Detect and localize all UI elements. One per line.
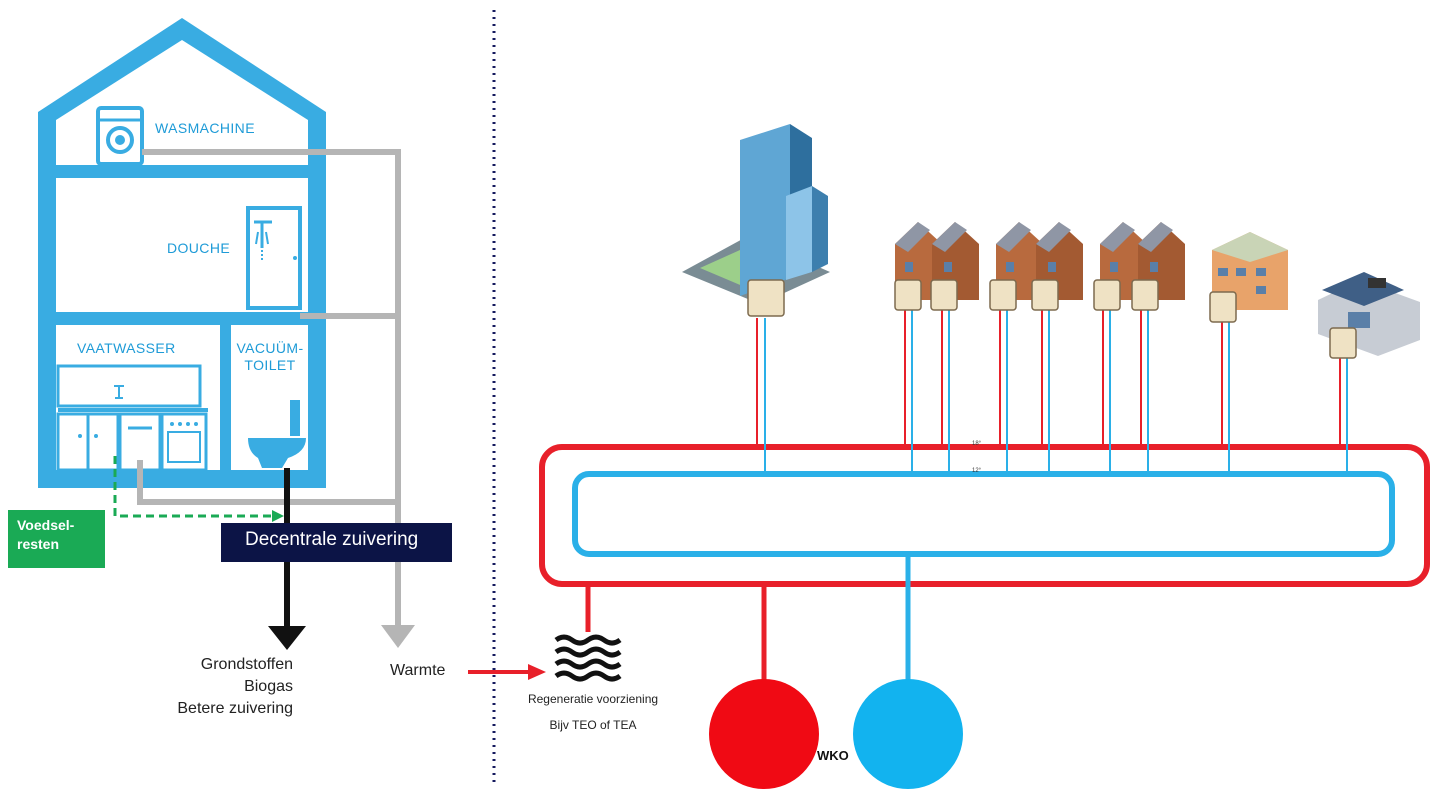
warm-loop — [539, 444, 1430, 587]
wko-cold-well — [853, 679, 963, 789]
black-arrow-head — [268, 626, 306, 650]
temp-cold-label: 12° — [972, 468, 982, 474]
wko-label: WKO — [817, 748, 849, 763]
heat-arrow-head — [528, 664, 546, 680]
room-kitchen — [56, 325, 220, 470]
label-vaatwasser: VAATWASSER — [77, 340, 176, 356]
temp-warm-label: 18° — [972, 441, 982, 447]
heat-network — [539, 306, 1430, 789]
output-warmte: Warmte — [390, 662, 446, 679]
wko-warm-well — [709, 679, 819, 789]
shower-icon — [246, 206, 302, 310]
room-douche — [56, 178, 308, 312]
commercial-building — [1318, 272, 1420, 359]
voedselresten-line2: resten — [17, 536, 60, 552]
gray-water-pipes — [137, 149, 401, 625]
output-grondstoffen: Grondstoffen — [200, 656, 293, 673]
output-betere-zuivering: Betere zuivering — [177, 700, 293, 717]
gray-arrow-head — [381, 625, 415, 648]
food-waste-dashed-line — [113, 456, 272, 518]
label-vacuum-toilet: VACUÜM- TOILET — [233, 340, 307, 374]
label-douche: DOUCHE — [167, 240, 231, 256]
outputs-left: Grondstoffen Biogas Betere zuivering — [140, 654, 293, 720]
row-houses-3 — [1093, 222, 1185, 311]
room-attic — [56, 40, 308, 165]
food-waste-arrow-head — [272, 510, 284, 522]
waves-icon — [554, 634, 622, 682]
washing-machine-icon — [96, 106, 144, 166]
building-feeds — [756, 306, 1348, 474]
label-vacuum-line1: VACUÜM- — [236, 340, 304, 356]
office-tower — [682, 124, 830, 317]
row-houses-1 — [894, 222, 979, 311]
label-wasmachine: WASMACHINE — [155, 120, 255, 136]
decentrale-zuivering-box: Decentrale zuivering — [221, 523, 452, 562]
apartment-block — [1209, 232, 1288, 323]
voedselresten-line1: Voedsel- — [17, 517, 75, 533]
voedselresten-box: Voedsel- resten — [8, 510, 105, 568]
output-biogas: Biogas — [244, 678, 293, 695]
regeneratie-label: Regeneratie voorziening — [527, 692, 659, 706]
kitchen-counter-icon — [56, 364, 208, 472]
row-houses-2 — [989, 222, 1083, 311]
toilet-icon — [248, 400, 306, 468]
label-vacuum-line2: TOILET — [244, 357, 296, 373]
cold-loop — [572, 471, 1395, 557]
house — [38, 18, 415, 650]
regeneratie-example-label: Bijv TEO of TEA — [549, 718, 637, 732]
